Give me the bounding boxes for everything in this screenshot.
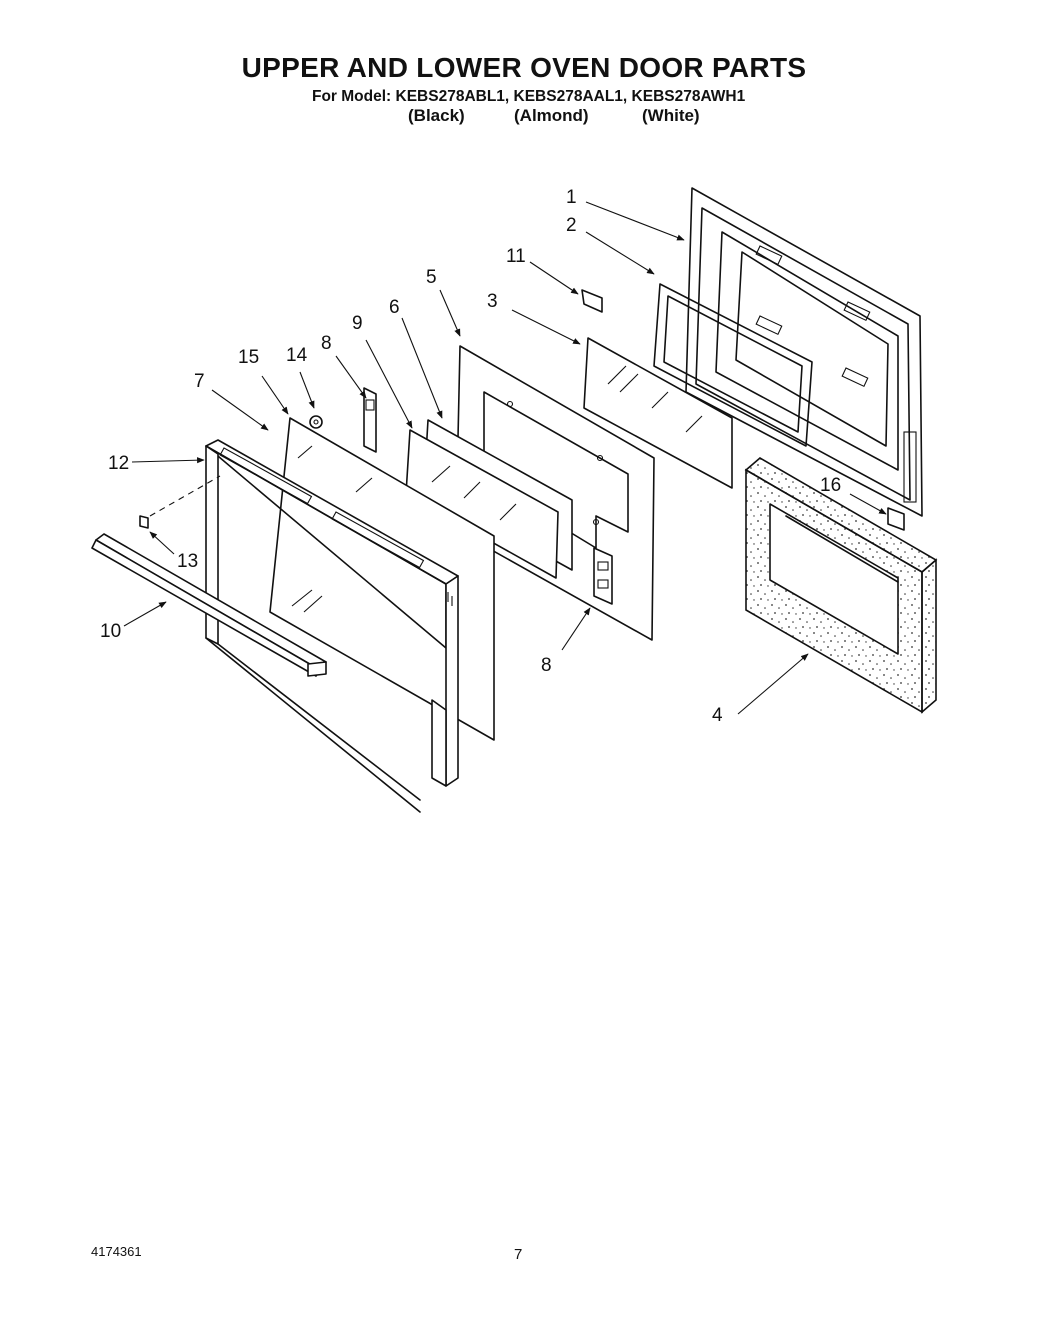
callout-16: 16	[820, 475, 842, 496]
part-13-clip	[139, 515, 149, 529]
part-8-hinge-lower	[593, 547, 613, 605]
part-2-door-gasket	[653, 283, 813, 447]
part-12-door-frame	[205, 439, 459, 813]
color-black: (Black)	[408, 106, 465, 125]
document-number: 4174361	[91, 1244, 142, 1259]
callout-7: 7	[194, 371, 205, 392]
callout-15: 15	[238, 347, 260, 368]
part-14-washer	[309, 415, 323, 429]
model-line: For Model: KEBS278ABL1, KEBS278AAL1, KEB…	[312, 88, 746, 105]
callout-11: 11	[506, 246, 526, 267]
page-number: 7	[514, 1246, 523, 1263]
color-almond: (Almond)	[514, 106, 589, 125]
part-4-door-insulation	[744, 457, 938, 714]
leader-lines	[123, 201, 887, 715]
part-11-clip	[581, 289, 603, 313]
color-white: (White)	[642, 106, 700, 125]
part-3-inner-glass	[583, 337, 733, 489]
callout-6: 6	[389, 297, 400, 318]
callout-12: 12	[108, 453, 130, 474]
callout-2: 2	[566, 215, 577, 236]
part-1-inner-door-panel	[685, 187, 923, 517]
callout-14: 14	[286, 345, 308, 366]
part-10-door-handle	[91, 533, 327, 677]
part-9-glass	[405, 429, 559, 579]
callout-9: 9	[352, 313, 363, 334]
callout-8-upper: 8	[321, 333, 332, 354]
callout-4: 4	[712, 705, 723, 726]
callout-5: 5	[426, 267, 437, 288]
page-title: UPPER AND LOWER OVEN DOOR PARTS	[241, 52, 807, 83]
callout-8-lower: 8	[541, 655, 552, 676]
callout-3: 3	[487, 291, 498, 312]
part-8-hinge-upper	[363, 387, 377, 453]
callout-10: 10	[100, 621, 122, 642]
callout-1: 1	[566, 187, 577, 208]
part-15-outer-glass	[269, 417, 495, 741]
callout-13: 13	[177, 551, 199, 572]
part-16-bracket	[887, 507, 905, 531]
